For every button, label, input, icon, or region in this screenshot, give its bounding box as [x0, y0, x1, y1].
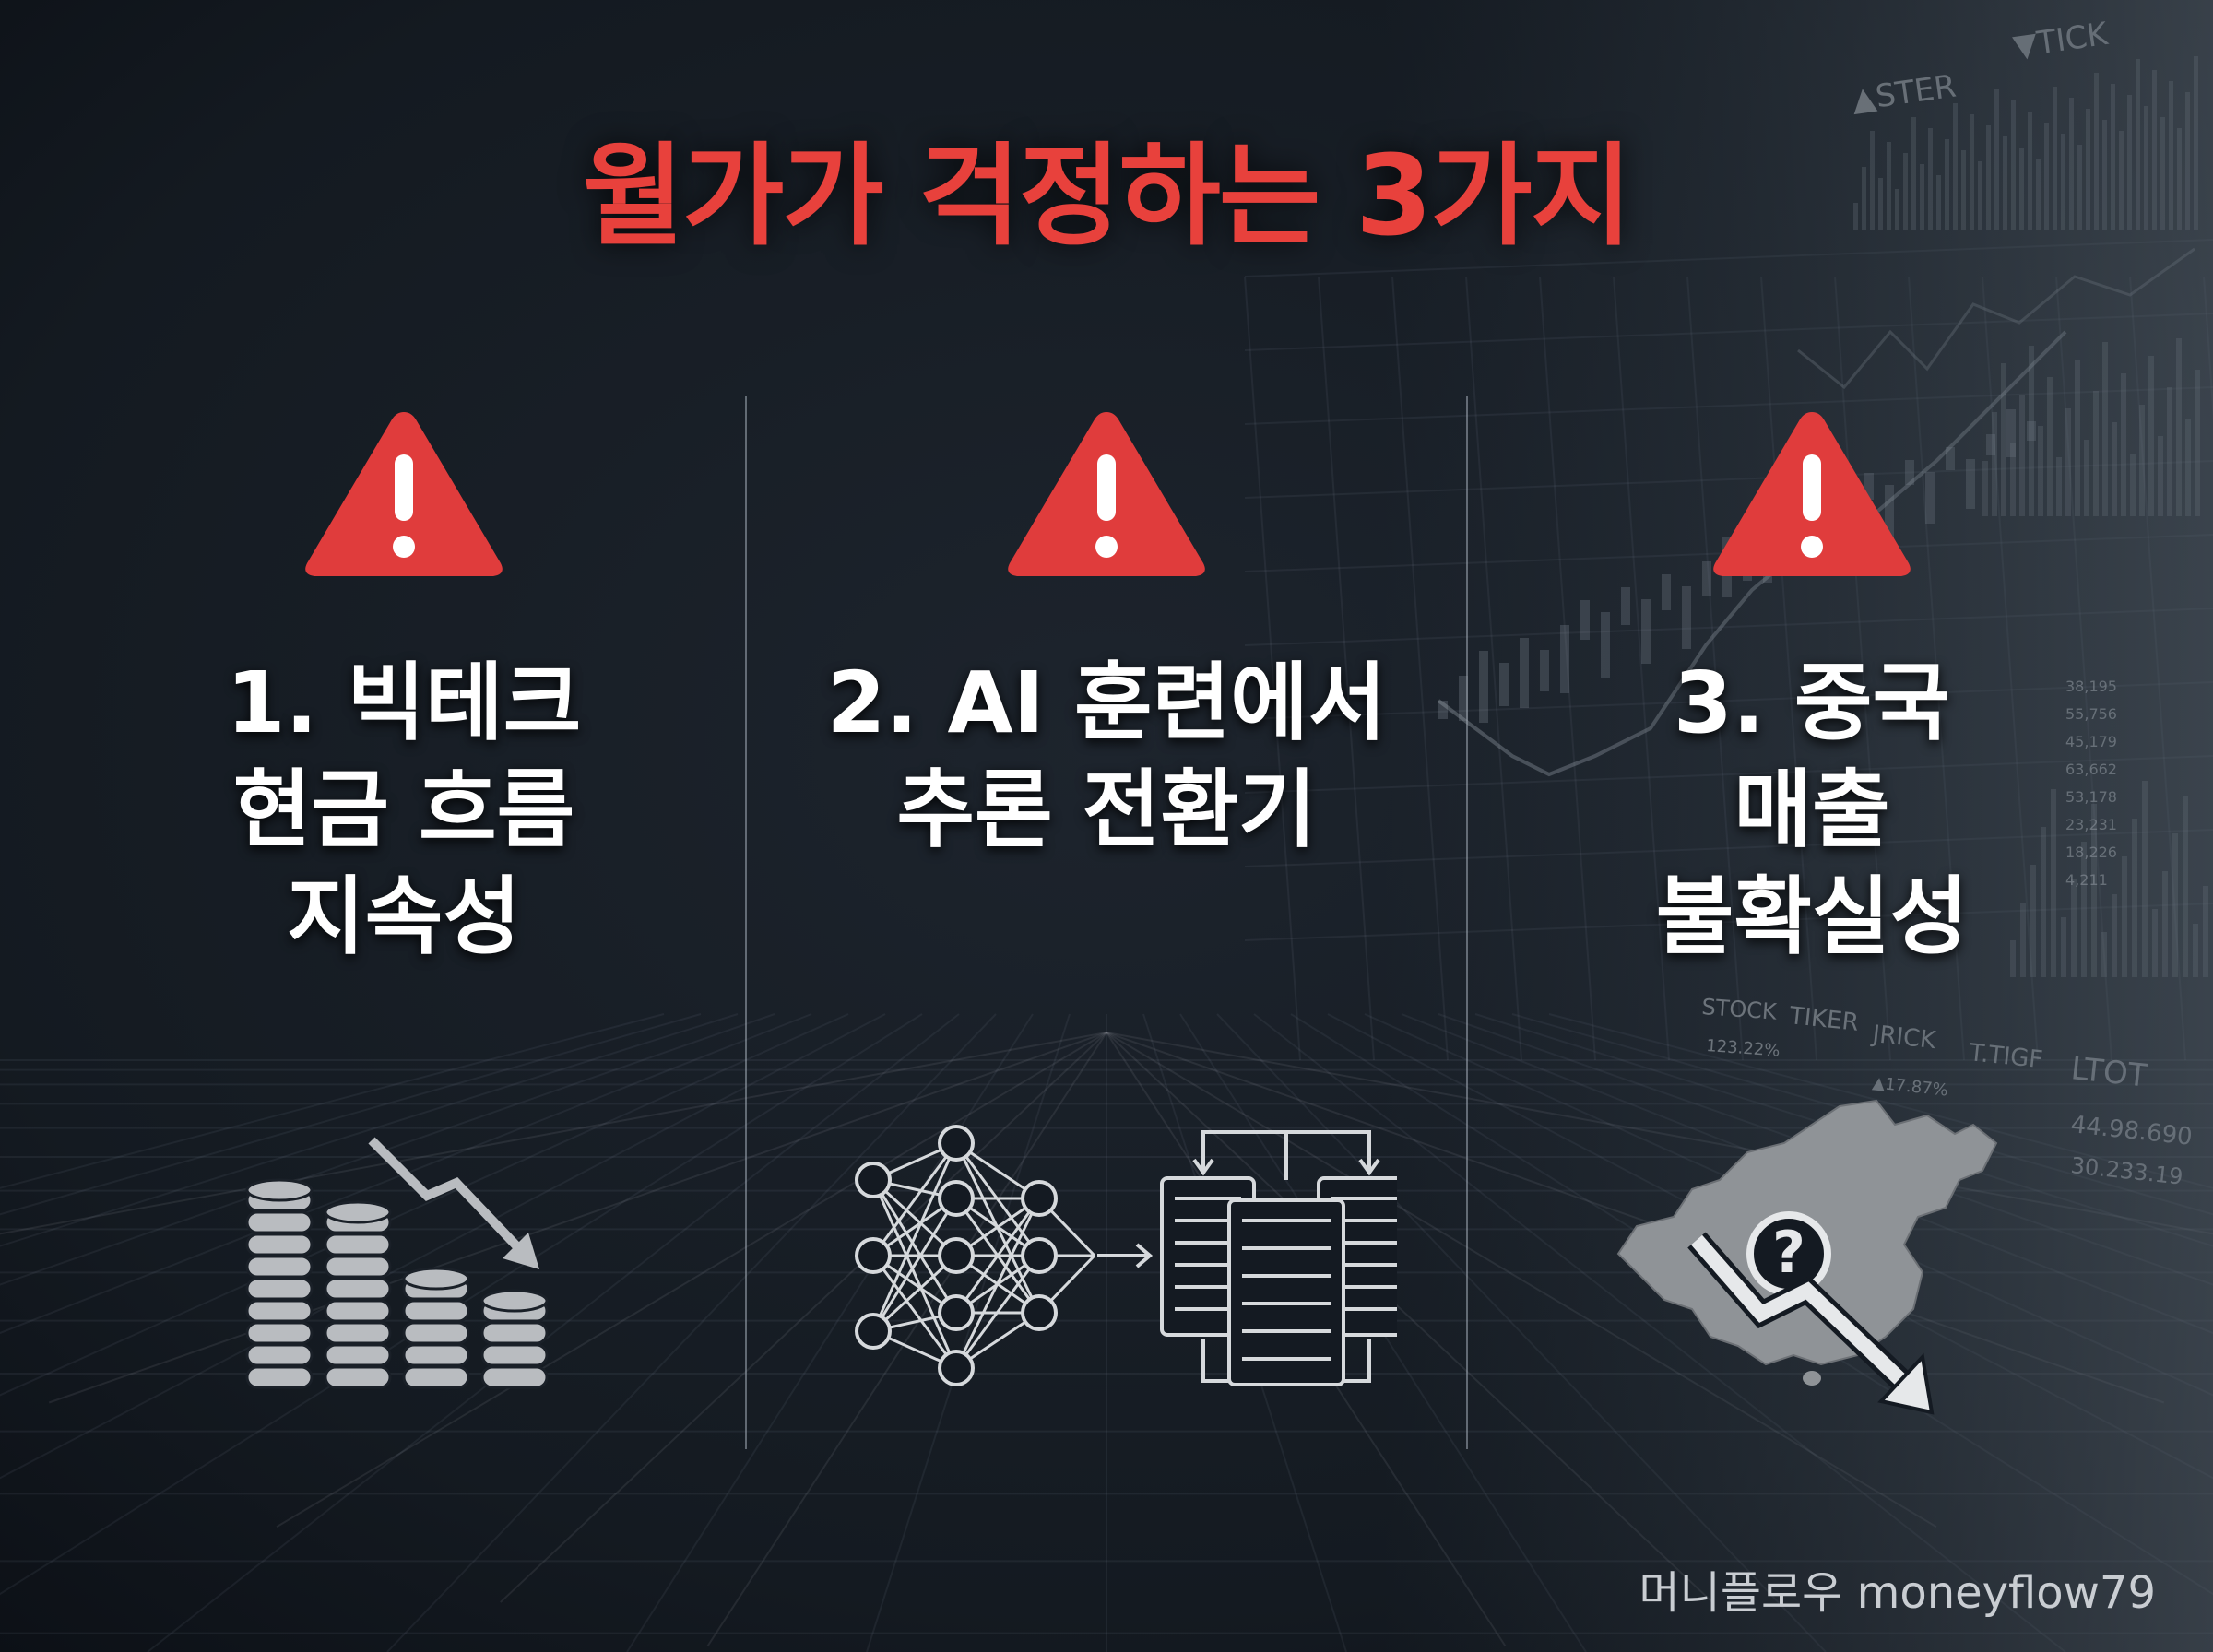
concern-column-2: 2. AI 훈련에서 추론 전환기 [756, 0, 1457, 1652]
grid-line [0, 1013, 665, 1189]
grid-line [626, 1013, 1034, 1652]
coin [402, 1343, 470, 1367]
coin [324, 1321, 392, 1345]
grid-line [1244, 276, 1301, 1061]
network-node [1021, 1237, 1058, 1274]
neural-network-to-servers-icon [855, 1125, 1397, 1386]
light-ray [0, 1032, 1107, 1235]
concern-2-line-1: 2. AI 훈련에서 [826, 654, 1387, 752]
coin [245, 1210, 314, 1234]
china-map-decline-question-icon: ? [1616, 1099, 1998, 1415]
concern-3-line-1: 3. 중국 [1673, 654, 1951, 752]
network-node [855, 1313, 892, 1350]
coin [402, 1299, 470, 1323]
network-edge [871, 1254, 958, 1333]
network-edge [871, 1198, 958, 1332]
network-edge [871, 1179, 958, 1369]
light-ray [706, 1032, 1107, 1647]
grid-line [147, 1013, 960, 1652]
coin [402, 1365, 470, 1389]
coin-stacks-declining-icon [245, 1137, 549, 1389]
concern-3-line-3: 불확실성 [1655, 867, 1969, 966]
coin [324, 1277, 392, 1301]
grid-line [1318, 276, 1375, 1061]
network-node [1021, 1294, 1058, 1331]
grid-line [866, 1013, 1071, 1652]
concern-1-line-3: 지속성 [287, 867, 521, 966]
network-edge [954, 1198, 1041, 1369]
network-edge [954, 1198, 1041, 1314]
light-ray [48, 1032, 1107, 1404]
network-node [938, 1294, 975, 1331]
network-node [1021, 1180, 1058, 1217]
network-edge [871, 1142, 958, 1332]
warning-triangle-icon [305, 412, 503, 576]
network-edge [871, 1179, 958, 1314]
network-edge [954, 1255, 1041, 1369]
grid-line [0, 1013, 775, 1286]
coin [324, 1233, 392, 1257]
concern-3-line-2: 매출 [1734, 761, 1890, 859]
network-node [855, 1237, 892, 1274]
network-node [938, 1237, 975, 1274]
light-ray [500, 1032, 1107, 1603]
grid-line [0, 1013, 702, 1216]
svg-text:?: ? [1772, 1219, 1805, 1286]
network-node [938, 1350, 975, 1386]
coin [245, 1255, 314, 1279]
warning-triangle-icon [1713, 412, 1911, 576]
network-edge [871, 1178, 958, 1257]
coin [480, 1365, 549, 1389]
coin [324, 1255, 392, 1279]
coin [402, 1321, 470, 1345]
concern-2-line-2: 추론 전환기 [896, 761, 1317, 859]
column-divider-right [1466, 396, 1468, 1449]
network-edge [871, 1255, 958, 1369]
coin [245, 1365, 314, 1389]
grid-line [0, 1013, 849, 1397]
page-title: 월가가 걱정하는 3가지 [582, 133, 1633, 261]
coin-top [480, 1289, 549, 1313]
coin [245, 1343, 314, 1367]
concern-column-3: 3. 중국 매출 불확실성 ? [1462, 0, 2162, 1652]
grid-line [0, 1013, 739, 1247]
coin [245, 1277, 314, 1301]
network-edge [871, 1142, 958, 1257]
coin [245, 1233, 314, 1257]
warning-triangle-icon [1008, 412, 1205, 576]
grid-line [386, 1013, 997, 1652]
concern-1-line-1: 1. 빅테크 [226, 654, 582, 752]
coin-top [324, 1200, 392, 1224]
light-ray [276, 1032, 1107, 1528]
coin [245, 1299, 314, 1323]
coin [324, 1343, 392, 1367]
column-divider-left [745, 396, 747, 1449]
concern-text-2: 2. AI 훈련에서 추론 전환기 [756, 650, 1457, 864]
coin-top [402, 1267, 470, 1291]
concern-text-3: 3. 중국 매출 불확실성 [1462, 650, 2162, 971]
coin [480, 1321, 549, 1345]
coin [245, 1321, 314, 1345]
network-node [938, 1180, 975, 1217]
coin-top [245, 1178, 314, 1202]
grid-line [0, 1013, 812, 1335]
coin [480, 1343, 549, 1367]
network-node [938, 1125, 975, 1162]
concern-column-1: 1. 빅테크 현금 흐름 지속성 [53, 0, 754, 1652]
watermark-credit: 머니플로우 moneyflow79 [1639, 1567, 2156, 1619]
coin [324, 1299, 392, 1323]
concern-text-1: 1. 빅테크 현금 흐름 지속성 [53, 650, 754, 971]
network-node [855, 1162, 892, 1198]
concern-1-line-2: 현금 흐름 [232, 761, 575, 859]
coin [324, 1365, 392, 1389]
